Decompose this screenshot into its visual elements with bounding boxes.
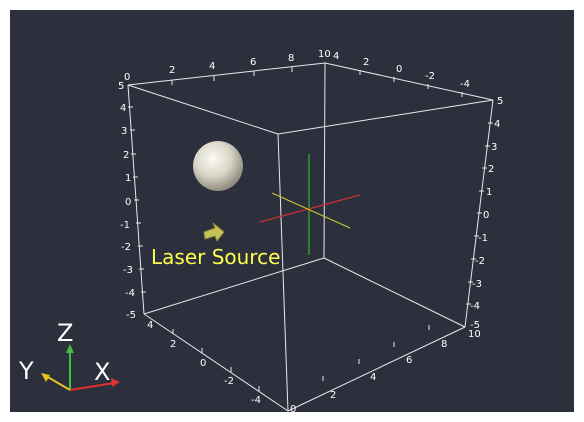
bounding-box [127,62,494,412]
tick-label: 3 [491,142,497,153]
tick-label: -5 [126,310,136,321]
tick-label: 10 [318,49,331,60]
tick-label: -4 [125,288,135,299]
tick-label: 0 [290,404,296,412]
tick-label: 5 [497,96,503,107]
tick-label: -2 [475,256,485,267]
z-axis-arrow-icon [66,344,74,353]
tick-label: -2 [121,242,131,253]
tick-label: 8 [288,53,294,64]
tick-label: 10 [468,329,481,340]
sphere[interactable] [193,141,243,191]
laser-source-label: Laser Source [151,245,280,269]
tick-label: 4 [120,103,126,114]
tick-label: 4 [333,51,339,62]
tick-label: -2 [425,71,435,82]
x-axis-label: X [94,358,110,386]
tick-label: 2 [330,390,336,401]
tick-label: 0 [396,64,402,75]
tick-labels-top-front: 0 2 4 6 8 10 [124,49,331,83]
tick-label: 0 [200,358,206,369]
tick-label: 4 [209,61,215,72]
tick-label: 2 [363,57,369,68]
tick-label: 4 [147,320,153,331]
y-axis-arrow-icon [41,373,50,382]
tick-label: -3 [472,279,482,290]
z-axis-label: Z [57,319,73,347]
x-axis-arrow-icon [111,378,120,387]
tick-label: 3 [121,126,127,137]
tick-label: 1 [125,173,131,184]
y-axis-line [45,375,71,391]
tick-label: -4 [460,79,470,90]
tick-labels-bottom-x: 0 2 4 6 8 10 [290,329,481,412]
scene-canvas[interactable]: 0 2 4 6 8 10 4 2 0 -2 -4 5 4 3 2 1 0 -1 … [10,10,574,412]
laser-arrow-icon[interactable] [203,222,225,242]
tick-label: 8 [441,339,447,350]
tick-label: 5 [118,81,124,92]
orientation-axes: Z X Y [18,319,120,391]
tick-label: 4 [370,372,376,383]
x-axis-line [69,382,115,391]
tick-label: -4 [251,395,261,406]
tick-label: 6 [406,355,412,366]
tick-labels-bottom-y: 4 2 0 -2 -4 [147,320,261,406]
tick-label: 0 [483,210,489,221]
tick-label: 4 [494,119,500,130]
3d-render-view[interactable]: 0 2 4 6 8 10 4 2 0 -2 -4 5 4 3 2 1 0 -1 … [10,10,574,412]
tick-label: 2 [123,150,129,161]
tick-label: 0 [125,197,131,208]
tick-labels-left-z: 5 4 3 2 1 0 -1 -2 -3 -4 -5 [118,81,136,321]
tick-label: -2 [224,376,234,387]
focus-crosshair [259,154,361,255]
tick-label: 2 [170,339,176,350]
tick-label: 6 [250,57,256,68]
tick-labels-right-z: 5 4 3 2 1 0 -1 -2 -3 -4 -5 [470,96,503,331]
tick-label: -3 [123,265,133,276]
tick-marks [128,67,493,391]
tick-label: 2 [169,65,175,76]
y-axis-label: Y [18,357,34,385]
tick-label: -1 [120,220,130,231]
tick-label: -5 [470,320,480,331]
tick-label: -4 [470,301,480,312]
tick-label: 0 [124,72,130,83]
tick-label: 1 [486,187,492,198]
tick-label: 2 [488,164,494,175]
tick-label: -1 [478,233,488,244]
tick-labels-top-right: 4 2 0 -2 -4 [333,51,470,90]
